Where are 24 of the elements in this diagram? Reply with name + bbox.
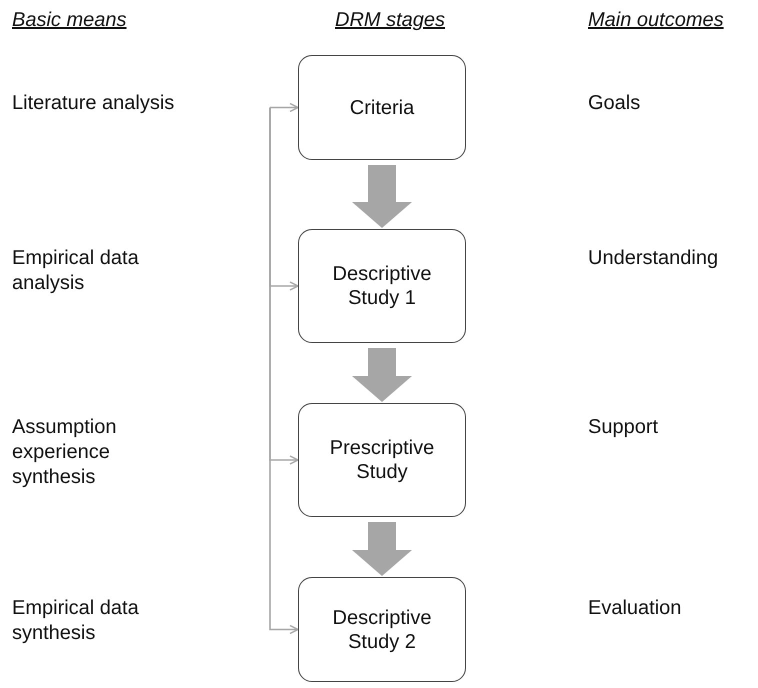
arrow: [269, 108, 299, 634]
outcome-text: Goals: [588, 91, 642, 116]
stage-box: [298, 229, 466, 343]
stage-box: [298, 577, 466, 682]
column-heading: Basic means: [12, 8, 128, 33]
means-text: Assumption experience synthesis: [12, 415, 118, 490]
outcome-text: Understanding: [588, 246, 720, 271]
means-text: Empirical data synthesis: [12, 596, 140, 646]
block-arrow: [352, 348, 412, 402]
column-heading: DRM stages: [335, 8, 446, 33]
outcome-text: Evaluation: [588, 596, 682, 621]
arrow: [269, 102, 299, 112]
means-text: Literature analysis: [12, 91, 176, 116]
block-arrow: [352, 165, 412, 228]
stage-label: Descriptive Study 2: [332, 606, 432, 654]
stage-box: [298, 403, 466, 517]
stage-label: Prescriptive Study: [328, 436, 436, 484]
means-text: Empirical data analysis: [12, 246, 140, 296]
stage-label: Criteria: [350, 96, 414, 120]
stage-label: Descriptive Study 1: [332, 262, 432, 310]
column-heading: Main outcomes: [588, 8, 725, 33]
block-arrow: [352, 522, 412, 576]
outcome-text: Support: [588, 415, 660, 440]
stage-box: [298, 55, 466, 160]
